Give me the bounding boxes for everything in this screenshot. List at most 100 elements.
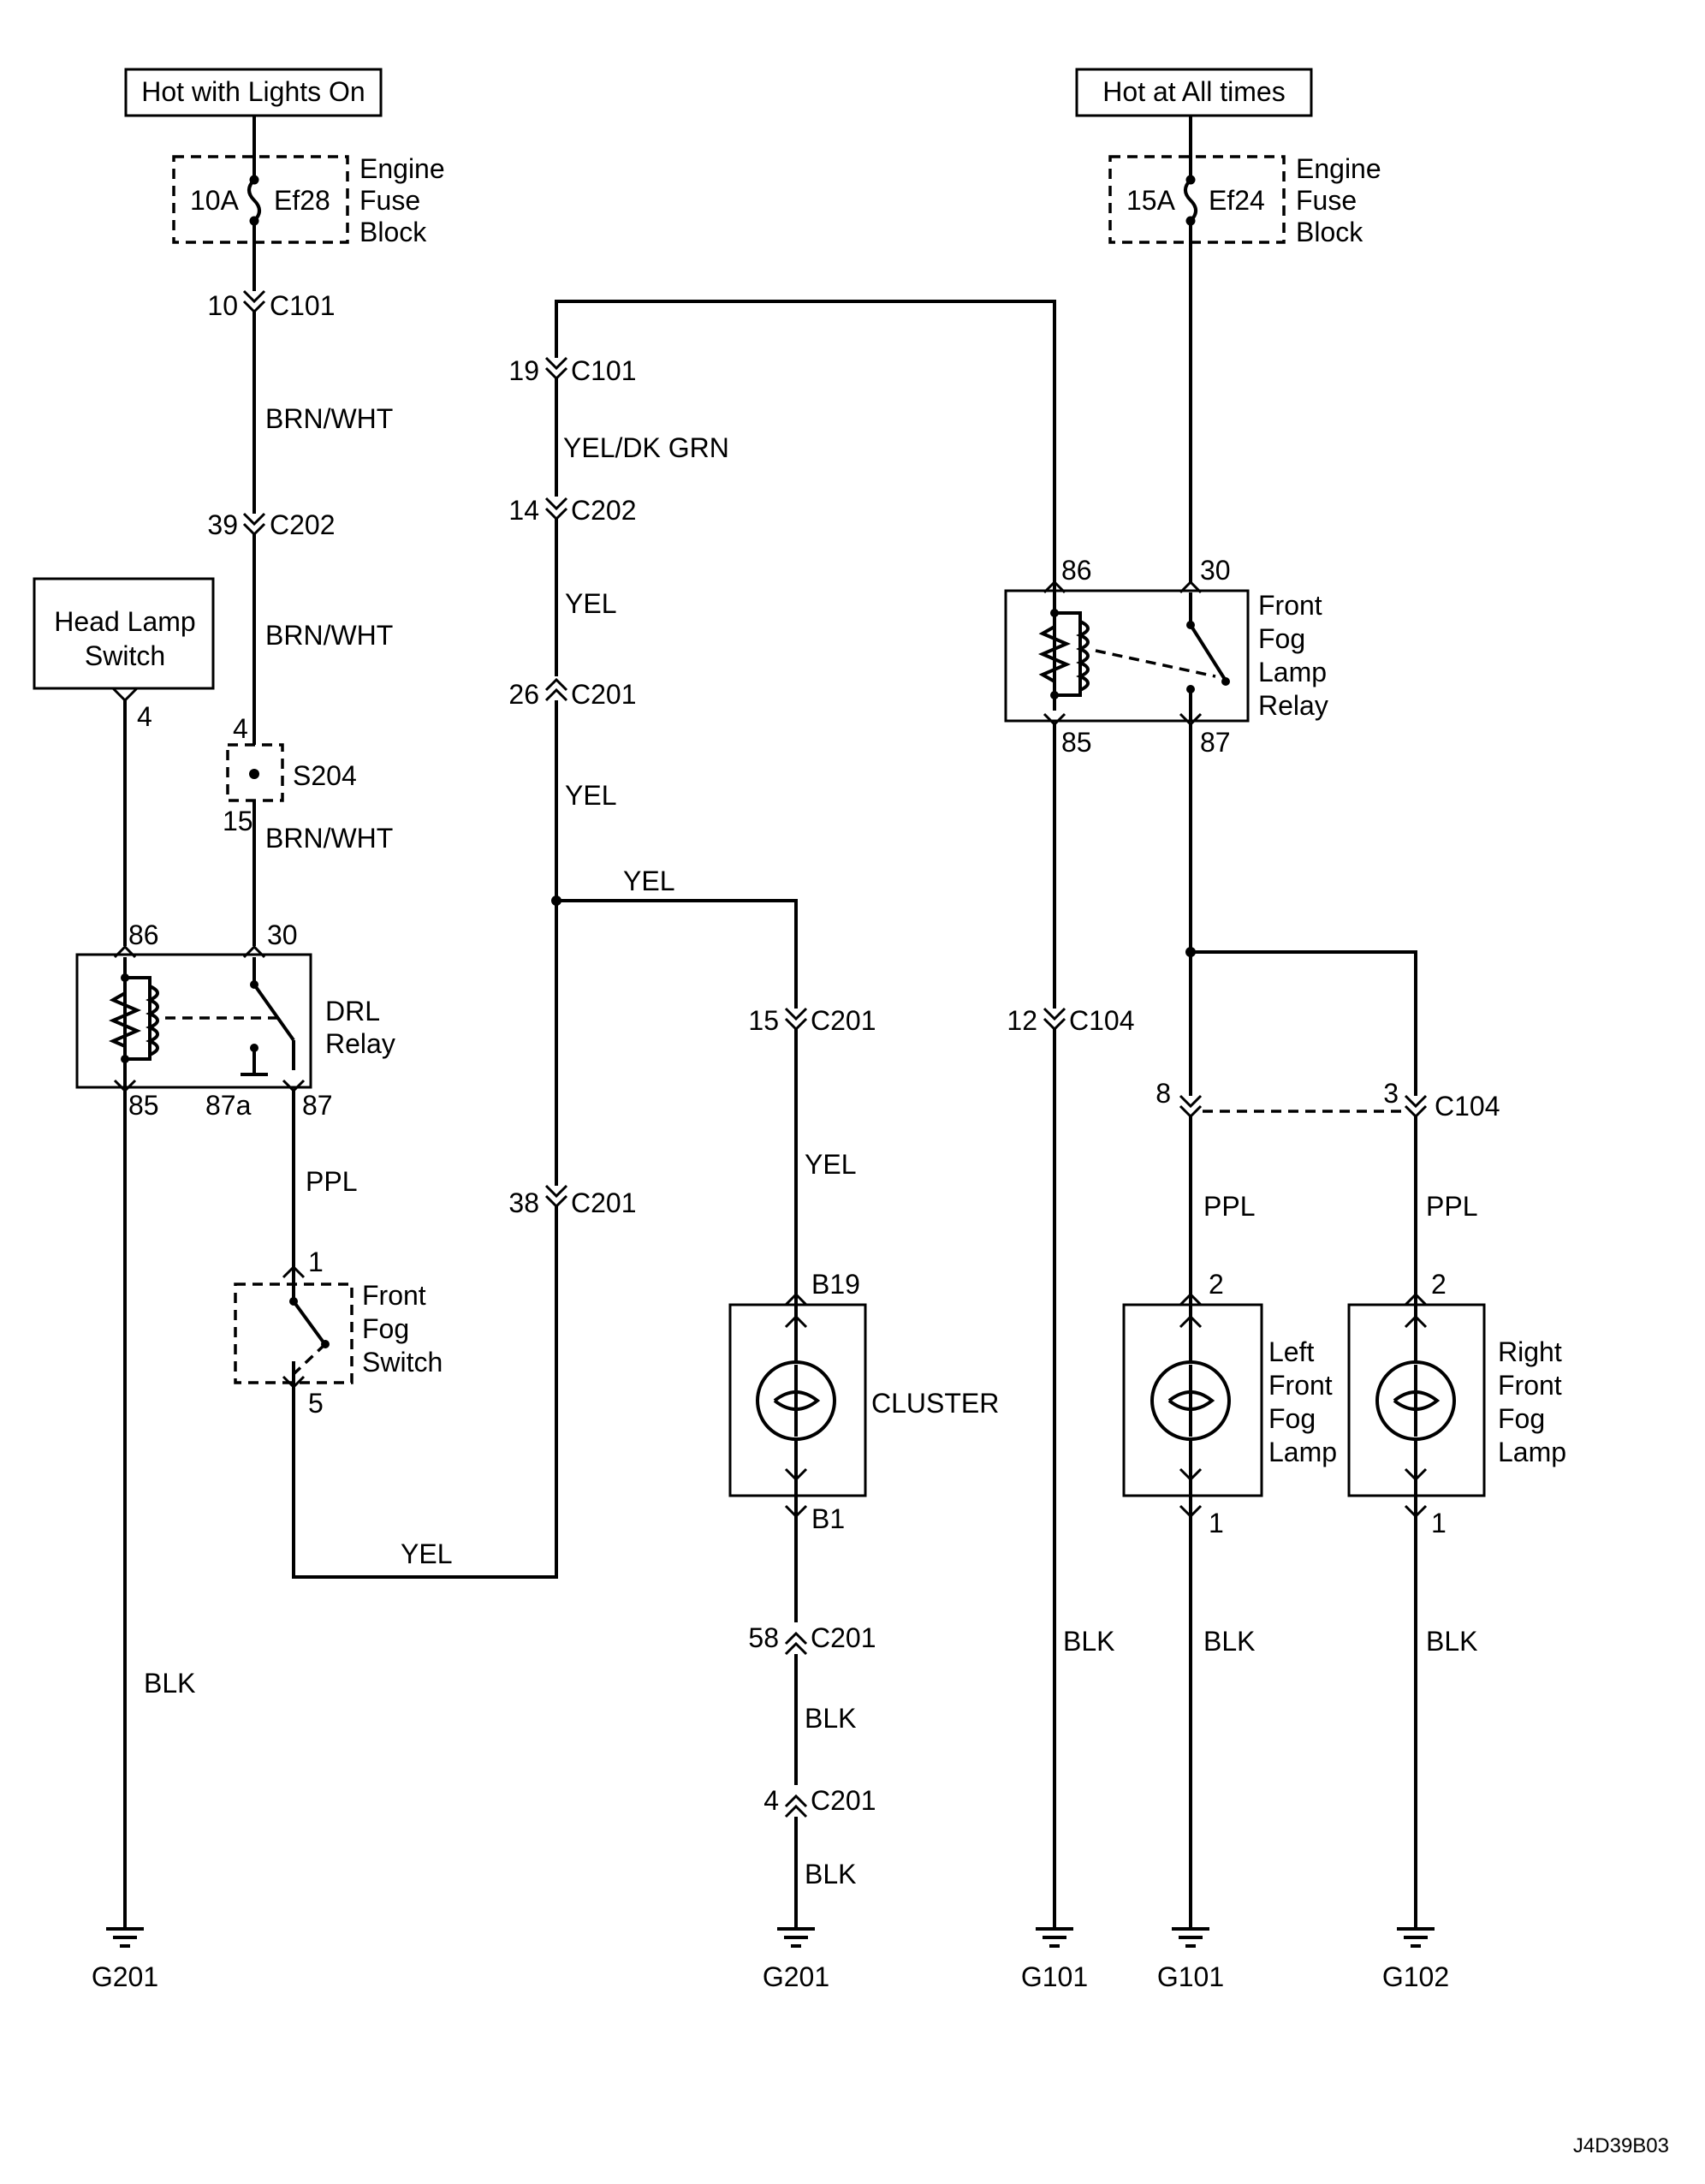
- wire-label-yel-bottom: YEL: [401, 1538, 452, 1569]
- fuse-ef28-block-2: Fuse: [359, 185, 420, 216]
- wire-label-blk-cluster-2: BLK: [805, 1859, 856, 1889]
- ground-g201-a-label: G201: [92, 1961, 158, 1992]
- c202-14-name: C202: [571, 495, 637, 526]
- figure-code: J4D39B03: [1573, 2134, 1669, 2157]
- right-front-fog-lamp: 2 1 Right Front Fog Lamp: [1347, 1269, 1566, 1538]
- wire-switch-5-yel: [292, 1214, 558, 1579]
- fog-relay-pin-87: 87: [1200, 727, 1231, 758]
- drl-pin-87: 87: [302, 1090, 333, 1121]
- wire-label-brn-wht-2: BRN/WHT: [265, 620, 393, 651]
- fuse-ef28-rating: 10A: [190, 185, 240, 216]
- splice-s204: 4 S204 15: [223, 713, 357, 836]
- source-lights-on-label: Hot with Lights On: [141, 76, 365, 107]
- wire-label-ppl-left: PPL: [1203, 1191, 1255, 1222]
- cluster-label: CLUSTER: [871, 1388, 999, 1419]
- c101-19-name: C101: [571, 355, 637, 386]
- drl-label-2: Relay: [325, 1028, 395, 1059]
- wire-label-blk-g101b: BLK: [1203, 1626, 1255, 1657]
- ground-g101-b-label: G101: [1157, 1961, 1224, 1992]
- right-lamp-label-4: Lamp: [1498, 1437, 1566, 1467]
- left-lamp-label-3: Fog: [1268, 1403, 1316, 1434]
- splice-pin-bottom: 15: [223, 806, 253, 836]
- c101-10-name: C101: [270, 290, 336, 321]
- left-lamp-label-4: Lamp: [1268, 1437, 1337, 1467]
- drl-pin-86: 86: [128, 919, 159, 950]
- source-all-times-label: Hot at All times: [1102, 76, 1285, 107]
- left-lamp-pin-bottom: 1: [1209, 1508, 1224, 1538]
- c201-26-name: C201: [571, 679, 637, 710]
- front-fog-switch-label-3: Switch: [362, 1347, 443, 1378]
- front-fog-switch-label-2: Fog: [362, 1313, 409, 1344]
- wire-label-yel-dk-grn: YEL/DK GRN: [563, 432, 729, 463]
- connector-c201-26: 26 C201: [508, 677, 637, 711]
- ground-g101-b: G101: [1157, 1927, 1224, 1992]
- c202-39-pin: 39: [207, 509, 238, 540]
- c201-4-pin: 4: [763, 1785, 779, 1816]
- wire-branch-to-cluster: [556, 899, 798, 1009]
- right-lamp-pin-bottom: 1: [1431, 1508, 1447, 1538]
- c104-12-pin: 12: [1007, 1005, 1037, 1036]
- wire-label-yel-1: YEL: [565, 588, 616, 619]
- fog-relay-pin-30: 30: [1200, 555, 1231, 586]
- splice-id: S204: [293, 760, 357, 791]
- head-lamp-switch-label-1: Head Lamp: [54, 606, 195, 637]
- right-lamp-label-3: Fog: [1498, 1403, 1545, 1434]
- fuse-ef28-block-1: Engine: [359, 153, 445, 184]
- wire-label-blk-cluster-1: BLK: [805, 1703, 856, 1734]
- source-all-times: Hot at All times: [1075, 68, 1313, 117]
- connector-c201-15: 15 C201: [748, 1005, 876, 1036]
- ground-g101-a: G101: [1021, 1927, 1088, 1992]
- fuse-ef24-block-2: Fuse: [1296, 185, 1357, 216]
- wire-label-blk-1: BLK: [144, 1668, 195, 1699]
- c101-19-pin: 19: [508, 355, 539, 386]
- c101-10-pin: 10: [207, 290, 238, 321]
- drl-pin-30: 30: [267, 919, 298, 950]
- c104-12-name: C104: [1069, 1005, 1135, 1036]
- front-fog-switch-pin-bottom: 5: [308, 1388, 324, 1419]
- drl-pin-85: 85: [128, 1090, 159, 1121]
- cluster-pin-b1: B1: [811, 1503, 845, 1534]
- c201-58-name: C201: [811, 1622, 876, 1653]
- connector-c201-58: 58 C201: [748, 1622, 876, 1663]
- wire-label-brn-wht-1: BRN/WHT: [265, 403, 393, 434]
- source-lights-on: Hot with Lights On: [124, 68, 383, 117]
- ground-g201-b: G201: [763, 1927, 829, 1992]
- ground-g201-b-label: G201: [763, 1961, 829, 1992]
- fuse-ef28: 10A Ef28 Engine Fuse Block: [172, 153, 445, 247]
- cluster-pin-b19: B19: [811, 1269, 860, 1300]
- wire-label-blk-g102: BLK: [1426, 1626, 1477, 1657]
- ground-g101-a-label: G101: [1021, 1961, 1088, 1992]
- front-fog-switch: 1 5 Front Fog Switch: [234, 1247, 443, 1419]
- connector-c101-19: 19 C101: [508, 355, 636, 386]
- connector-c101-10: 10 C101: [207, 289, 336, 321]
- wire-label-yel-3: YEL: [623, 866, 674, 896]
- fog-lamp-relay: 86 30 85 87 Front Fog Lamp Relay: [1004, 555, 1328, 758]
- c201-38-pin: 38: [508, 1187, 539, 1218]
- c201-26-pin: 26: [508, 679, 539, 710]
- wire-label-brn-wht-3: BRN/WHT: [265, 823, 393, 854]
- connector-c104-8-3: 8 3 C104: [1155, 1078, 1500, 1122]
- fog-relay-pin-86: 86: [1061, 555, 1092, 586]
- right-lamp-label-2: Front: [1498, 1370, 1562, 1401]
- front-fog-switch-pin-top: 1: [308, 1247, 324, 1277]
- fog-relay-pin-85: 85: [1061, 727, 1092, 758]
- wire-label-ppl-1: PPL: [306, 1166, 357, 1197]
- head-lamp-switch-pin: 4: [137, 701, 152, 732]
- wire-label-ppl-right: PPL: [1426, 1191, 1477, 1222]
- fuse-ef28-block-3: Block: [359, 217, 427, 247]
- fuse-ef24-block-1: Engine: [1296, 153, 1381, 184]
- connector-c202-14: 14 C202: [508, 495, 636, 526]
- ground-g102: G102: [1382, 1927, 1449, 1992]
- feed-center: [555, 300, 1056, 1186]
- splice-pin-top: 4: [233, 713, 248, 744]
- fog-relay-label-1: Front: [1258, 590, 1322, 621]
- c202-14-pin: 14: [508, 495, 539, 526]
- ground-g201-a: G201: [92, 1927, 158, 1992]
- ground-g102-label: G102: [1382, 1961, 1449, 1992]
- c201-15-name: C201: [811, 1005, 876, 1036]
- fuse-ef24-block-3: Block: [1296, 217, 1363, 247]
- wire-label-yel-cluster: YEL: [805, 1149, 856, 1180]
- cluster: B19 B1 CLUSTER: [728, 1269, 999, 1534]
- left-lamp-pin-top: 2: [1209, 1269, 1224, 1300]
